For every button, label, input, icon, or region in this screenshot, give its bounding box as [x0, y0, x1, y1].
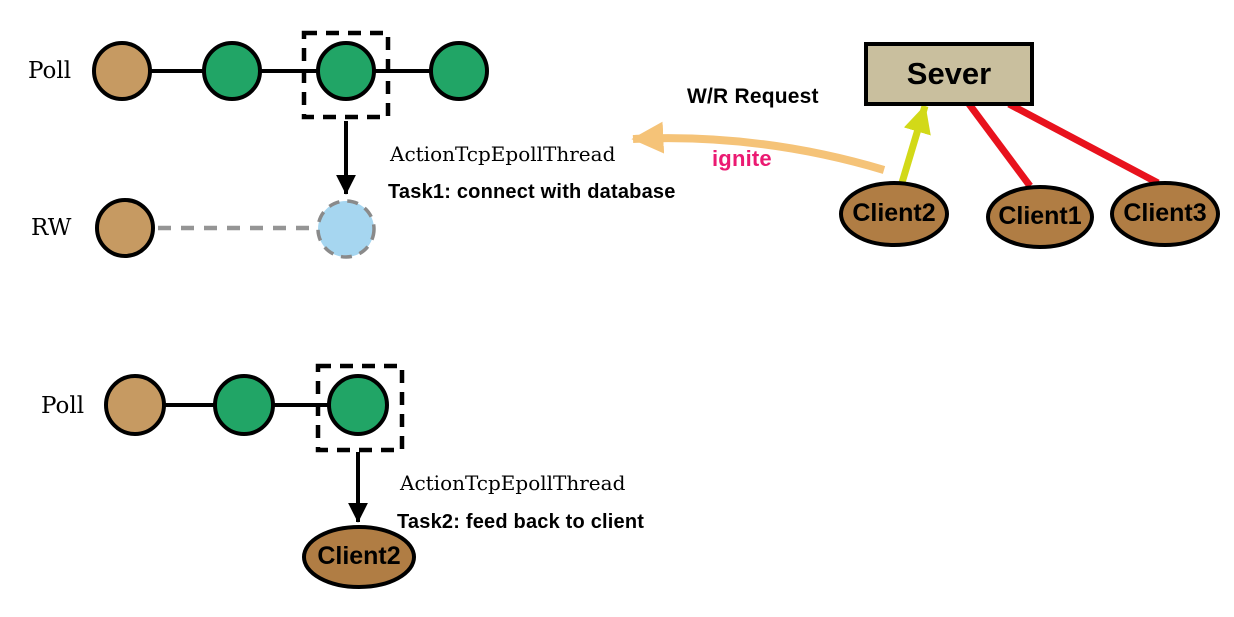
task1-label: Task1: connect with database [388, 181, 676, 203]
poll2-circle-tan [104, 374, 166, 436]
poll1-circle-green-selected [316, 41, 376, 101]
rw-circle-blue [316, 199, 376, 259]
client2-label: Client2 [852, 199, 936, 227]
wr-request-arrow [631, 121, 886, 174]
client3-label: Client3 [1123, 199, 1207, 227]
poll1-label: Poll [28, 58, 72, 84]
poll2-circle-green-1 [213, 374, 275, 436]
client3-ellipse [1110, 181, 1220, 247]
server-label: Sever [906, 56, 992, 91]
client1-ellipse [986, 185, 1094, 249]
selection-box-1 [301, 30, 391, 120]
client2-ellipse [839, 181, 949, 247]
wr-request-label: W/R Request [687, 85, 819, 108]
poll1-circle-green-1 [202, 41, 262, 101]
server-client1-link [966, 101, 1033, 189]
poll1-circle-green-3 [429, 41, 489, 101]
selection-box-2 [315, 363, 405, 453]
server-box [864, 42, 1034, 106]
thread2-label: ActionTcpEpollThread [400, 471, 626, 495]
thread1-label: ActionTcpEpollThread [390, 142, 616, 166]
client2-bottom-ellipse [302, 525, 416, 589]
task2-label: Task2: feed back to client [397, 511, 645, 533]
client1-label: Client1 [998, 202, 1082, 230]
ignite-label: ignite [712, 146, 772, 171]
poll2-circle-green-selected [327, 374, 389, 436]
rw-circle-tan [95, 198, 155, 258]
client2-request-arrow [897, 104, 931, 188]
poll2-label: Poll [41, 393, 85, 419]
client2-bottom-label: Client2 [317, 542, 401, 570]
poll1-circle-tan [92, 41, 152, 101]
rw-label: RW [31, 215, 72, 241]
server-client3-link [1007, 100, 1160, 187]
